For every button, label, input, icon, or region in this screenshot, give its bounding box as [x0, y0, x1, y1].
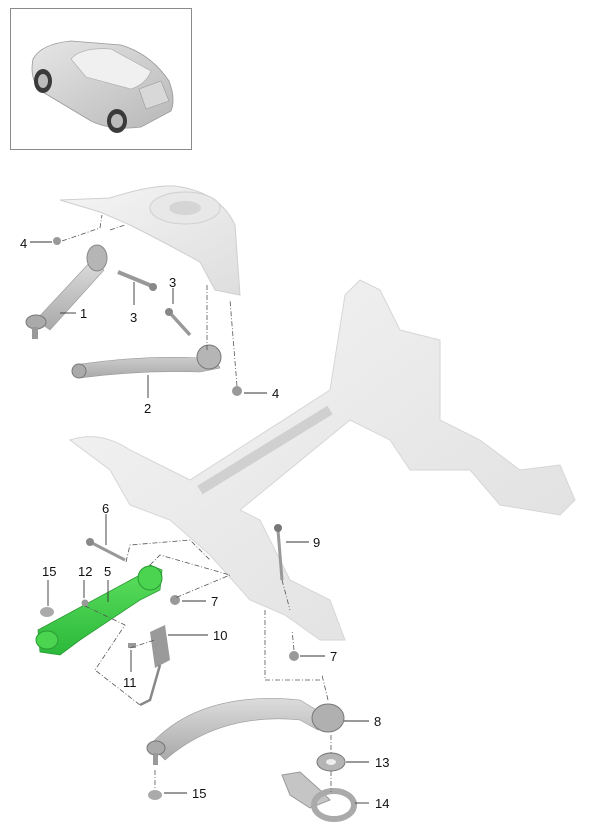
front-subframe: [68, 279, 576, 641]
callout-15[interactable]: 15: [192, 786, 207, 801]
part-4-nut-b: [232, 386, 242, 396]
callout-13[interactable]: 13: [375, 755, 390, 770]
callout-4[interactable]: 4: [20, 236, 28, 251]
vehicle-thumbnail[interactable]: [10, 8, 192, 150]
part-1-tension-strut: [25, 244, 108, 339]
callout-4[interactable]: 4: [272, 386, 280, 401]
callout-9[interactable]: 9: [313, 535, 321, 550]
callout-5[interactable]: 5: [104, 564, 112, 579]
part-13-bushing: [316, 752, 346, 772]
callout-11[interactable]: 11: [123, 675, 137, 690]
callout-7[interactable]: 7: [330, 649, 338, 664]
part-2-control-arm: [71, 344, 222, 379]
callout-3[interactable]: 3: [169, 275, 177, 290]
callout-15[interactable]: 15: [42, 564, 57, 579]
callout-8[interactable]: 8: [374, 714, 382, 729]
part-12: [81, 599, 89, 607]
part-6-bolt: [91, 541, 126, 562]
callout-14[interactable]: 14: [375, 796, 390, 811]
part-15-nut-a: [40, 607, 54, 617]
part-15-nut-b: [148, 790, 162, 800]
strut-tower-bracket: [59, 185, 241, 296]
part-7-nut-b: [289, 651, 299, 661]
callout-1[interactable]: 1: [80, 306, 88, 321]
part-14-bracket: [281, 771, 357, 822]
part-4-nut-a: [53, 237, 61, 245]
part-7-nut-a: [170, 595, 180, 605]
callout-10[interactable]: 10: [213, 628, 228, 643]
callout-12[interactable]: 12: [78, 564, 93, 579]
callout-6[interactable]: 6: [102, 501, 110, 516]
part-11: [128, 643, 136, 648]
car-icon: [31, 40, 174, 133]
part-8-lower-control-arm: [146, 698, 345, 765]
callout-3[interactable]: 3: [130, 310, 138, 325]
callout-7[interactable]: 7: [211, 594, 219, 609]
callout-2[interactable]: 2: [144, 401, 152, 416]
leader-lines: [30, 241, 369, 804]
part-3-bolts: [117, 270, 192, 337]
part-10-level-sensor: [139, 625, 170, 707]
part-9-bolt: [276, 529, 284, 581]
